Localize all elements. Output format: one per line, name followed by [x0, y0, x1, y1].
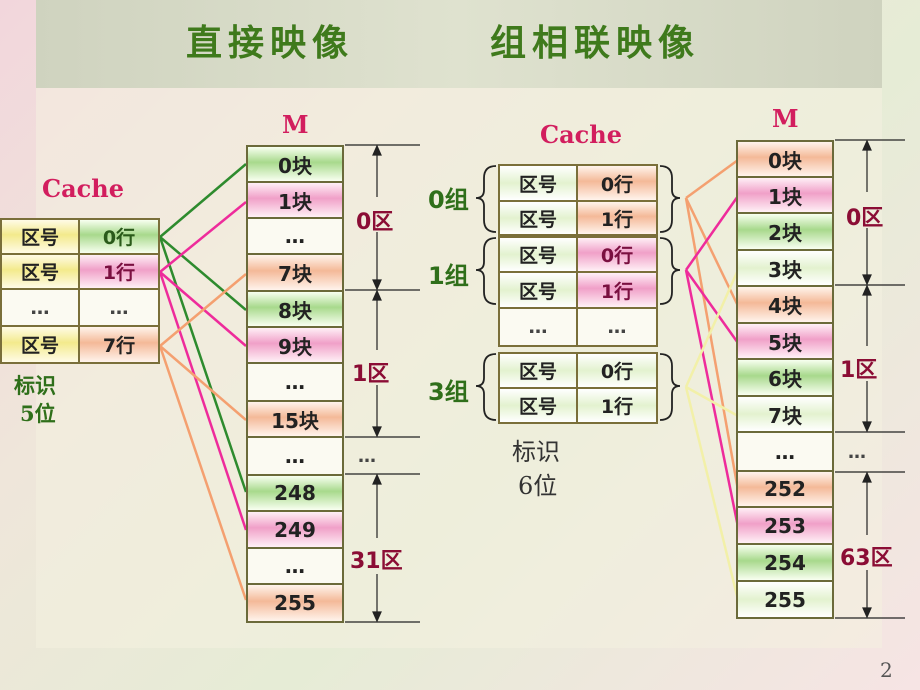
assoc-section-0: 0区	[846, 206, 884, 231]
assoc-tag-note-2: 6位	[518, 472, 558, 500]
direct-tag-note-1: 标识	[14, 373, 56, 398]
assoc-section-63: 63区	[840, 546, 893, 571]
line-g3-b7	[685, 385, 739, 418]
line-r7-b255	[158, 345, 248, 601]
assoc-block-252: 252	[736, 470, 834, 508]
assoc-block-6: 6块	[736, 358, 834, 397]
direct-block-ellipsis-2: …	[246, 362, 344, 402]
direct-section-0: 0区	[356, 210, 394, 235]
assoc-group-3-label: 3组	[428, 378, 469, 406]
assoc-cache-line-2: 0行	[576, 236, 658, 273]
assoc-cache-tag-6: 区号	[498, 387, 578, 424]
assoc-cache-line-0: 0行	[576, 164, 658, 202]
direct-section-ellipsis: …	[358, 446, 376, 467]
line-r1-b249	[158, 271, 248, 531]
assoc-cache-tag-1: 区号	[498, 200, 578, 236]
assoc-block-4: 4块	[736, 285, 834, 324]
assoc-block-254: 254	[736, 543, 834, 582]
assoc-block-3: 3块	[736, 249, 834, 287]
direct-block-8: 8块	[246, 290, 344, 328]
direct-block-7: 7块	[246, 253, 344, 292]
direct-block-9: 9块	[246, 326, 344, 364]
direct-cache-line-7: 7行	[78, 325, 160, 364]
brace-group1-left	[475, 237, 497, 305]
direct-block-ellipsis-1: …	[246, 217, 344, 255]
assoc-cache-line-3: 1行	[576, 271, 658, 309]
line-r7-b7	[159, 273, 247, 347]
assoc-block-5: 5块	[736, 322, 834, 360]
line-g1-b253	[684, 269, 740, 528]
direct-cache-tag-0: 区号	[0, 218, 80, 255]
assoc-memory-label: M	[772, 104, 799, 133]
brace-group0-left	[475, 165, 497, 233]
line-g0-b0	[685, 158, 739, 200]
line-g0-b252	[684, 197, 740, 491]
direct-cache-line-0: 0行	[78, 218, 160, 255]
title-direct-mapping: 直接映像	[186, 23, 355, 64]
assoc-block-253: 253	[736, 506, 834, 545]
direct-block-ellipsis-4: …	[246, 547, 344, 585]
direct-block-255: 255	[246, 583, 344, 623]
line-g1-b1	[684, 195, 740, 271]
assoc-block-0: 0块	[736, 140, 834, 178]
direct-block-249: 249	[246, 510, 344, 549]
direct-block-0: 0块	[246, 145, 344, 183]
assoc-cache-label: Cache	[540, 120, 622, 149]
title-band	[36, 0, 882, 88]
assoc-block-1: 1块	[736, 176, 834, 214]
direct-memory-label: M	[282, 110, 309, 139]
direct-block-ellipsis-3: …	[246, 436, 344, 476]
assoc-cache-line-1: 1行	[576, 200, 658, 236]
assoc-cache-tag-ellipsis: …	[498, 307, 578, 347]
assoc-block-2: 2块	[736, 212, 834, 251]
direct-cache-line-1: 1行	[78, 253, 160, 290]
assoc-cache-line-6: 1行	[576, 387, 658, 424]
line-r1-b1	[159, 201, 247, 273]
assoc-block-7: 7块	[736, 395, 834, 433]
line-g3-b255	[684, 386, 740, 601]
direct-section-31: 31区	[350, 549, 403, 574]
brace-group0-right	[659, 165, 681, 233]
title-set-associative: 组相联映像	[490, 23, 701, 64]
page-number: 2	[880, 658, 893, 682]
assoc-tag-note-1: 标识	[512, 438, 560, 466]
direct-block-248: 248	[246, 474, 344, 512]
brace-group3-right	[659, 353, 681, 421]
direct-cache-tag-ellipsis: …	[0, 288, 80, 327]
line-r7-b15	[159, 345, 247, 421]
direct-section-1: 1区	[352, 362, 390, 387]
assoc-cache-tag-3: 区号	[498, 271, 578, 309]
assoc-cache-tag-5: 区号	[498, 352, 578, 389]
direct-cache-label: Cache	[42, 174, 124, 203]
direct-block-15: 15块	[246, 400, 344, 438]
direct-block-1: 1块	[246, 181, 344, 219]
line-g1-b5	[684, 269, 740, 344]
assoc-section-ellipsis: …	[848, 442, 866, 463]
brace-group3-left	[475, 353, 497, 421]
line-r0-b8	[159, 236, 247, 311]
direct-cache-tag-1: 区号	[0, 253, 80, 290]
assoc-cache-line-ellipsis: …	[576, 307, 658, 347]
assoc-block-255: 255	[736, 580, 834, 619]
direct-cache-tag-7: 区号	[0, 325, 80, 364]
assoc-group-0-label: 0组	[428, 186, 469, 214]
assoc-cache-line-5: 0行	[576, 352, 658, 389]
assoc-group-1-label: 1组	[428, 262, 469, 290]
direct-tag-note-2: 5位	[20, 401, 56, 426]
line-r0-b248	[158, 236, 248, 493]
brace-group1-right	[659, 237, 681, 305]
direct-cache-line-ellipsis: …	[78, 288, 160, 327]
assoc-cache-tag-0: 区号	[498, 164, 578, 202]
line-g3-b3	[684, 269, 740, 388]
assoc-cache-tag-2: 区号	[498, 236, 578, 273]
assoc-block-ellipsis: …	[736, 431, 834, 472]
assoc-section-1: 1区	[840, 358, 878, 383]
line-r0-b0	[159, 163, 247, 238]
